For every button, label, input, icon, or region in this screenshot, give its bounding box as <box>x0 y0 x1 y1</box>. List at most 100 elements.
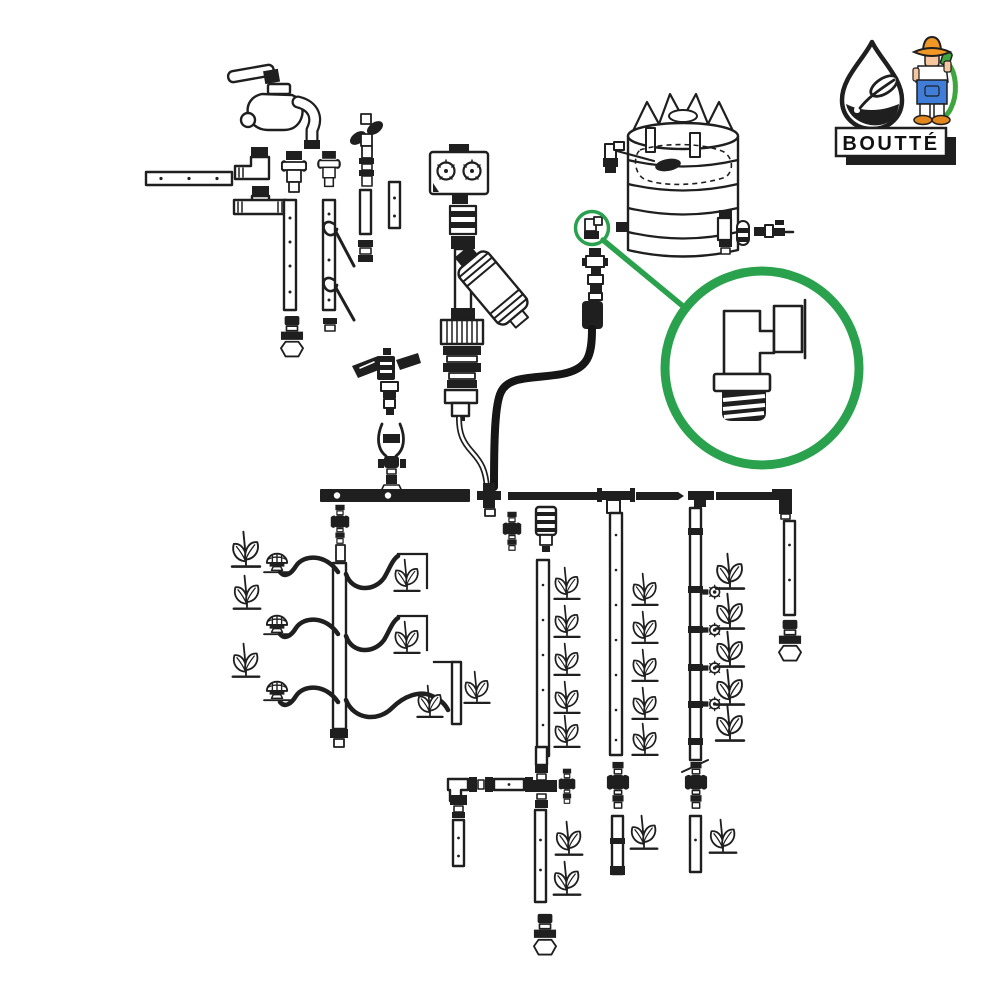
plant <box>553 604 581 639</box>
inline-valve <box>502 511 522 551</box>
ground-stake <box>322 220 356 268</box>
side-emitter <box>702 622 721 638</box>
elbow-connector <box>233 147 271 181</box>
tank-connector-chain <box>582 248 608 301</box>
shoe <box>931 114 951 126</box>
impact-sprinkler <box>352 348 421 415</box>
line-tee <box>688 491 714 507</box>
perforated-pipe-section <box>387 180 402 230</box>
overalls <box>916 79 948 105</box>
side-emitter <box>702 660 721 676</box>
irrigation-timer <box>428 144 490 204</box>
brand-logo: BOUTTÉ <box>834 35 958 165</box>
supply-tube <box>490 301 603 491</box>
tee-connector <box>232 186 288 216</box>
brand-nameplate: BOUTTÉ <box>834 126 956 165</box>
arm <box>912 67 920 82</box>
plant <box>230 530 262 568</box>
plant <box>714 552 746 590</box>
micro-sprayer <box>778 618 802 662</box>
plant <box>553 566 581 601</box>
drip-tube <box>277 685 341 708</box>
tap-assembly <box>144 63 402 358</box>
line-end-elbow <box>772 489 792 520</box>
drip-line <box>533 808 548 904</box>
plant <box>631 722 659 757</box>
float-valve <box>615 143 733 186</box>
plant <box>631 572 659 607</box>
hat-brim <box>911 47 953 57</box>
drip-line <box>782 519 797 617</box>
plant <box>393 620 421 655</box>
drip-line <box>688 506 703 762</box>
gardener-mascot-icon <box>911 35 958 126</box>
callout-leader-line <box>600 237 687 310</box>
plant <box>393 558 421 593</box>
line-tee <box>477 483 501 517</box>
drip-line <box>608 511 624 757</box>
drip-zone-3 <box>688 506 746 762</box>
pipe-clip <box>358 240 373 262</box>
sprinkler-stake <box>377 422 406 494</box>
nameplate-box <box>834 126 948 158</box>
corner-tube <box>396 614 429 652</box>
plant <box>629 814 659 851</box>
plant <box>631 610 659 645</box>
inline-connector <box>534 505 558 552</box>
tank-top-elbow <box>603 141 625 173</box>
corner-tube <box>396 552 429 590</box>
drip-emitter <box>263 552 291 574</box>
callout-small-circle <box>573 209 611 247</box>
left-garden-zone <box>230 504 491 748</box>
plant <box>416 684 444 719</box>
drip-line <box>535 558 551 758</box>
drip-tube <box>343 691 451 720</box>
plant <box>554 820 584 857</box>
plant <box>553 714 581 749</box>
drip-zone-1 <box>535 558 581 758</box>
drip-tube <box>343 615 401 653</box>
micro-sprayer <box>279 316 305 358</box>
inline-filter <box>454 244 530 329</box>
garden-tap-icon <box>226 63 322 149</box>
end-cap <box>610 866 625 875</box>
line-tee <box>597 488 635 514</box>
tank-outlet-kit <box>716 210 795 255</box>
plant <box>552 860 582 897</box>
shut-off-valve <box>349 113 384 187</box>
hat-crown <box>921 35 943 51</box>
end-line <box>778 519 802 662</box>
perforated-pipe-section <box>321 198 337 312</box>
drip-line <box>450 660 463 726</box>
tank-inlet-stub <box>616 222 629 232</box>
drip-tube <box>277 617 341 640</box>
callout <box>573 209 864 470</box>
inline-valve <box>558 767 576 805</box>
plant <box>708 818 738 855</box>
pipe-section <box>358 188 373 236</box>
plant <box>631 686 659 721</box>
drip-line <box>331 561 348 731</box>
plant <box>553 642 581 677</box>
inline-valve <box>450 795 467 818</box>
drip-line <box>688 814 703 874</box>
plant <box>714 668 746 706</box>
pressure-reducer <box>439 308 485 421</box>
perforated-pipe-section <box>282 198 298 312</box>
threaded-adapter <box>281 151 307 193</box>
feeder-tube <box>456 415 490 492</box>
plant <box>231 642 261 679</box>
plant <box>714 630 746 668</box>
plant <box>714 704 746 742</box>
callout-magnifier-circle <box>660 266 864 470</box>
plant <box>232 574 262 611</box>
plant <box>631 648 659 683</box>
water-tank <box>603 92 795 258</box>
drip-line <box>451 818 466 868</box>
inline-valve <box>330 504 350 544</box>
ground-stake <box>322 276 356 322</box>
arm <box>943 60 952 73</box>
threaded-elbow-connector <box>712 298 807 421</box>
